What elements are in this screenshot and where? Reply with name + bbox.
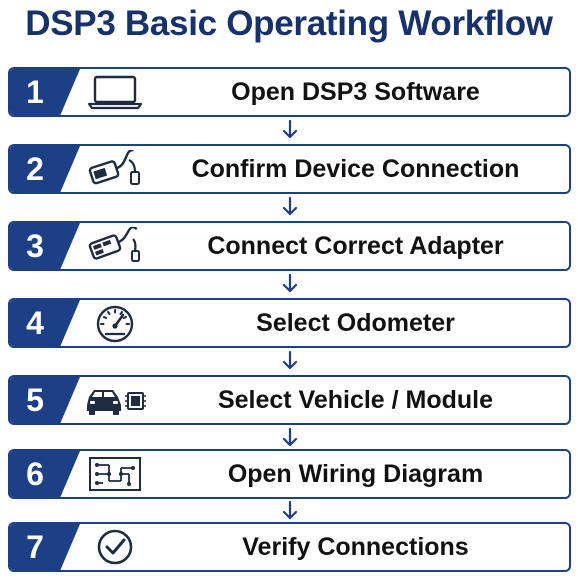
check-circle-icon: [82, 524, 148, 570]
arrow-down-icon: [282, 501, 298, 520]
speedometer-icon: [82, 300, 148, 346]
step-number: 2: [26, 150, 44, 187]
step-label: Open Wiring Diagram: [227, 459, 484, 488]
step-label: Open DSP3 Software: [231, 77, 480, 106]
usb-cable-icon: [82, 146, 148, 192]
step-4: 4 Select Odometer: [8, 298, 571, 348]
step-6: 6 Open Wiring Diagram: [8, 449, 571, 499]
arrow-down-icon: [282, 120, 298, 139]
step-number: 6: [26, 455, 44, 492]
step-number: 3: [26, 227, 44, 264]
step-label: Confirm Device Connection: [191, 154, 520, 183]
arrow-down-icon: [282, 351, 298, 370]
step-number: 7: [26, 528, 44, 565]
car-and-chip-icon: [82, 377, 148, 423]
step-2: 2 Confirm Device Connection: [8, 144, 571, 194]
step-number: 5: [26, 381, 44, 418]
step-3: 3 Connect Correct Adapter: [8, 221, 571, 271]
step-7: 7 Verify Connections: [8, 522, 571, 572]
page-title: DSP3 Basic Operating Workflow: [25, 4, 553, 43]
arrow-down-icon: [282, 197, 298, 216]
arrow-down-icon: [282, 274, 298, 293]
step-label: Select Odometer: [256, 308, 455, 337]
step-number: 1: [26, 73, 44, 110]
adapter-cable-icon: [82, 223, 148, 269]
step-number: 4: [26, 304, 44, 341]
step-label: Connect Correct Adapter: [207, 231, 504, 260]
step-label: Verify Connections: [242, 532, 469, 561]
arrow-down-icon: [282, 428, 298, 447]
step-label: Select Vehicle / Module: [217, 385, 494, 414]
step-5: 5 Select Vehicle / Module: [8, 375, 571, 425]
laptop-icon: [82, 69, 148, 115]
wiring-diagram-icon: [82, 451, 148, 497]
step-1: 1 Open DSP3 Software: [8, 67, 571, 117]
